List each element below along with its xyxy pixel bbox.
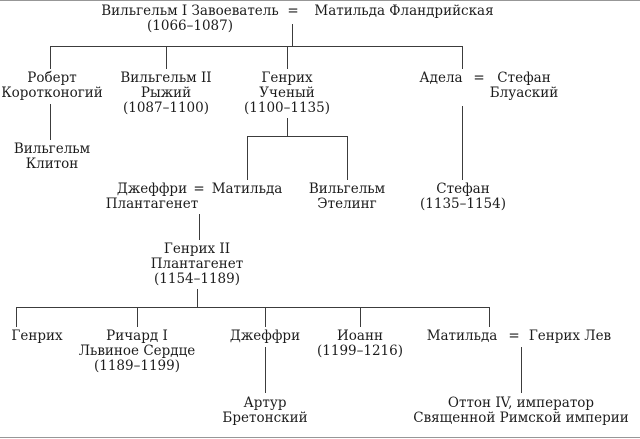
connector-stub-robert bbox=[50, 46, 51, 69]
person-name: Джеффри bbox=[229, 328, 301, 344]
person-robert-curthose: Роберт Коротконогий bbox=[1, 71, 103, 101]
person-years: (1154–1189) bbox=[154, 271, 240, 287]
marriage-sign-adela-stephen: = bbox=[473, 70, 485, 86]
person-name: Джеффри bbox=[116, 181, 188, 197]
person-geoffrey-ii: Джеффри bbox=[230, 329, 300, 344]
connector-stub-william-adelin bbox=[347, 136, 348, 180]
connector-henry1-bus bbox=[247, 136, 348, 137]
person-name: Генрих II bbox=[163, 241, 231, 257]
top-border-line bbox=[0, 0, 640, 1]
connector-gen2-bus bbox=[50, 46, 463, 47]
connector-henry1-drop bbox=[287, 118, 288, 136]
person-richard-i-lionheart: Ричард I Львиное Сердце (1189–1199) bbox=[79, 329, 196, 374]
person-henry-ii-plantagenet: Генрих II Плантагенет (1154–1189) bbox=[151, 242, 243, 287]
person-epithet: Коротконогий bbox=[1, 85, 103, 101]
person-john-lackland: Иоанн (1199–1216) bbox=[317, 329, 403, 359]
person-empress-matilda: Матильда bbox=[212, 182, 283, 197]
person-name: Стефан bbox=[436, 181, 490, 197]
person-name: Адела bbox=[419, 70, 463, 86]
connector-stub-geoffrey2 bbox=[265, 307, 266, 327]
connector-stub-matilda-empress bbox=[247, 136, 248, 180]
connector-gen4-bus bbox=[16, 307, 490, 308]
connector-geoffrey2-to-arthur bbox=[265, 347, 266, 393]
person-henry-i-beauclerc: Генрих Ученый (1100–1135) bbox=[244, 71, 330, 116]
connector-matilda2-to-otto bbox=[521, 347, 522, 393]
person-name: Генрих bbox=[11, 328, 63, 344]
connector-stub-henry-young bbox=[16, 307, 17, 327]
person-name: Роберт bbox=[27, 70, 77, 86]
connector-stub-richard1 bbox=[137, 307, 138, 327]
marriage-sign-william-matilda: = bbox=[287, 3, 299, 19]
connector-stub-john bbox=[360, 307, 361, 327]
person-geoffrey-plantagenet: Джеффри Плантагенет bbox=[106, 182, 198, 212]
connector-henry2-drop bbox=[197, 289, 198, 307]
person-name: Генрих bbox=[261, 70, 313, 86]
person-adela: Адела bbox=[419, 71, 462, 86]
person-name: Стефан bbox=[497, 70, 551, 86]
person-years: (1087–1100) bbox=[122, 100, 209, 116]
person-epithet: Плантагенет bbox=[150, 256, 244, 272]
person-arthur-of-brittany: Артур Бретонский bbox=[222, 396, 307, 426]
marriage-sign-geoffrey-matilda: = bbox=[193, 181, 205, 197]
person-years: (1189–1199) bbox=[93, 358, 180, 374]
person-william-cliton: Вильгельм Клитон bbox=[14, 142, 90, 172]
person-name: Вильгельм II bbox=[120, 70, 212, 86]
person-name: Матильда bbox=[426, 328, 498, 344]
connector-parents-drop bbox=[292, 24, 293, 46]
person-name: Ричард I bbox=[106, 328, 168, 344]
person-name: Артур bbox=[243, 395, 287, 411]
connector-adela-to-stephen-king bbox=[462, 106, 463, 180]
person-king-stephen: Стефан (1135–1154) bbox=[420, 182, 506, 212]
connector-stub-adela bbox=[462, 46, 463, 69]
person-name: Вильгельм bbox=[308, 181, 386, 197]
person-name: Генрих Лев bbox=[528, 328, 612, 344]
person-epithet: Ученый bbox=[259, 85, 315, 101]
person-matilda-of-flanders: Матильда Фландрийская bbox=[314, 4, 493, 19]
person-name: Иоанн bbox=[337, 328, 383, 344]
person-epithet: Львиное Сердце bbox=[78, 343, 196, 359]
person-william-ii-rufus: Вильгельм II Рыжий (1087–1100) bbox=[120, 71, 211, 116]
person-william-i-conqueror: Вильгельм I Завоеватель (1066–1087) bbox=[101, 4, 278, 34]
person-stephen-of-blois: Стефан Блуаский bbox=[490, 71, 558, 101]
bottom-border-line bbox=[0, 437, 640, 438]
person-years: (1135–1154) bbox=[420, 196, 506, 212]
connector-geoffrey-to-henry2 bbox=[199, 214, 200, 240]
person-epithet: Блуаский bbox=[489, 85, 559, 101]
person-epithet: Клитон bbox=[25, 156, 79, 172]
connector-stub-william2 bbox=[166, 46, 167, 69]
person-years: (1066–1087) bbox=[147, 18, 233, 34]
person-name: Матильда bbox=[211, 181, 283, 197]
person-name: Вильгельм I Завоеватель bbox=[101, 3, 279, 19]
person-name: Вильгельм bbox=[13, 141, 91, 157]
connector-stub-matilda2 bbox=[489, 307, 490, 327]
marriage-sign-matilda-henry-lion: = bbox=[508, 328, 520, 344]
person-name: Матильда Фландрийская bbox=[314, 3, 494, 19]
person-william-adelin: Вильгельм Этелинг bbox=[309, 182, 385, 212]
person-epithet: Этелинг bbox=[317, 196, 377, 212]
person-years: (1199–1216) bbox=[317, 343, 403, 359]
connector-stub-henry1 bbox=[287, 46, 288, 69]
person-otto-iv-emperor: Оттон IV, император Священной Римской им… bbox=[413, 396, 629, 426]
person-epithet: Рыжий bbox=[140, 85, 192, 101]
person-matilda-of-england: Матильда bbox=[427, 329, 498, 344]
person-epithet: Бретонский bbox=[222, 410, 308, 426]
person-henry-the-lion: Генрих Лев bbox=[529, 329, 611, 344]
person-henry-the-young: Генрих bbox=[11, 329, 62, 344]
person-epithet: Плантагенет bbox=[105, 196, 199, 212]
person-title: Священной Римской империи bbox=[413, 410, 629, 426]
connector-robert-to-cliton bbox=[50, 104, 51, 140]
person-name: Оттон IV, император bbox=[447, 395, 595, 411]
person-years: (1100–1135) bbox=[244, 100, 330, 116]
